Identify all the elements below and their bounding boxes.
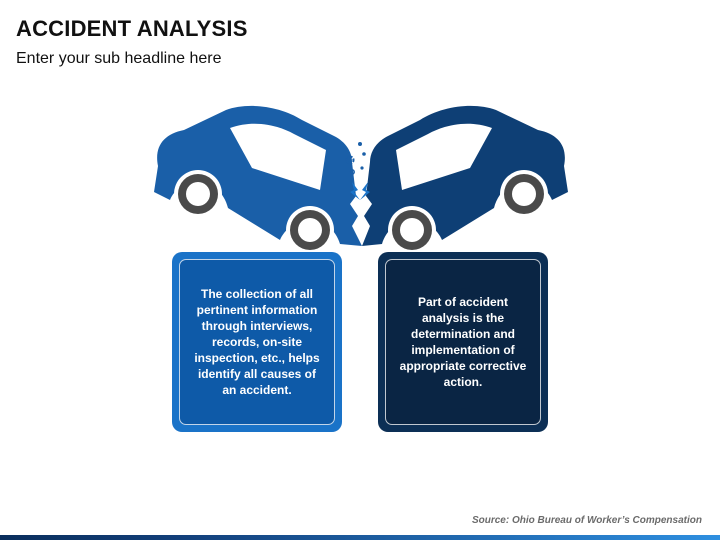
info-card-corrective-action-text: Part of accident analysis is the determi… [385,259,541,425]
info-card-collection-text: The collection of all pertinent informat… [179,259,335,425]
right-car-window [396,123,492,190]
crashed-car-left-icon [154,105,362,254]
page-title: ACCIDENT ANALYSIS [16,16,248,41]
info-card-corrective-action: Part of accident analysis is the determi… [378,252,548,432]
debris-gear-icon [345,142,366,175]
bottom-accent-bar [0,535,720,540]
source-citation: Source: Ohio Bureau of Worker’s Compensa… [471,515,702,526]
info-card-collection: The collection of all pertinent informat… [172,252,342,432]
left-car-window [230,123,326,190]
page-subtitle: Enter your sub headline here [16,50,222,67]
impact-spark-icon [350,182,370,200]
car-crash-illustration [154,105,568,254]
crashed-car-right-icon [362,105,568,254]
